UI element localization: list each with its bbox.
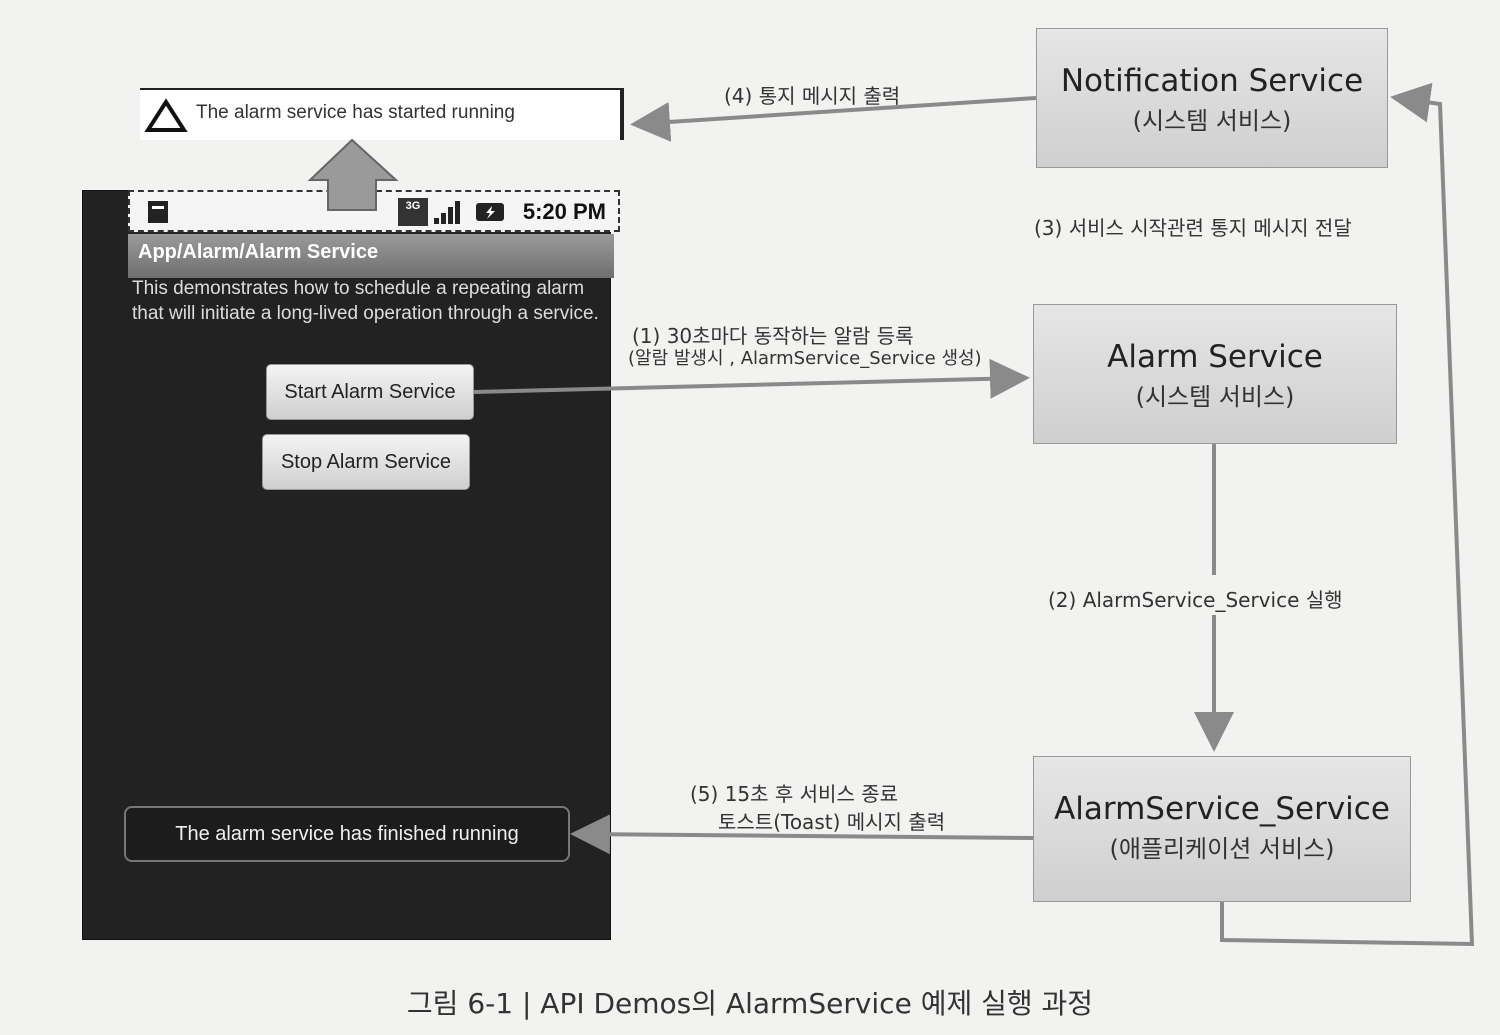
toast-message: The alarm service has finished running [124, 806, 570, 862]
sd-card-icon [148, 201, 168, 223]
status-time: 5:20 PM [522, 199, 606, 224]
arrow-step4 [630, 96, 1037, 142]
label-step1-line1: (1) 30초마다 동작하는 알람 등록 [632, 324, 914, 348]
label-step2: (2) AlarmService_Service 실행 [1048, 588, 1343, 612]
notification-bar: The alarm service has started running [140, 88, 624, 140]
app-description: This demonstrates how to schedule a repe… [132, 278, 599, 324]
arrow-step5 [570, 814, 1034, 855]
alarm-service-subtitle: (시스템 서비스) [1135, 383, 1295, 411]
notification-text: The alarm service has started running [196, 102, 515, 123]
app-service-box: AlarmService_Service (애플리케이션 서비스) [1033, 756, 1411, 902]
label-step4: (4) 통지 메시지 출력 [724, 84, 901, 108]
signal-icon [434, 201, 460, 224]
alarm-service-title: Alarm Service [1107, 339, 1323, 375]
start-alarm-service-button[interactable]: Start Alarm Service [266, 364, 474, 420]
app-service-title: AlarmService_Service [1054, 791, 1390, 827]
label-step5-line2: 토스트(Toast) 메시지 출력 [718, 810, 946, 834]
arrow-step1 [473, 358, 1030, 399]
warning-triangle-icon [144, 98, 188, 132]
notification-service-title: Notification Service [1060, 63, 1364, 99]
up-arrow-icon [307, 138, 399, 211]
stop-alarm-service-button[interactable]: Stop Alarm Service [262, 434, 470, 490]
battery-icon [476, 203, 504, 221]
app-service-subtitle: (애플리케이션 서비스) [1109, 835, 1335, 863]
label-step1-line2: (알람 발생시 , AlarmService_Service 생성) [628, 348, 982, 369]
app-title-bar: App/Alarm/Alarm Service [128, 234, 614, 278]
app-title: App/Alarm/Alarm Service [138, 241, 379, 263]
arrow-step3 [1220, 82, 1475, 947]
network-3g-icon: 3G [398, 198, 428, 226]
label-step3: (3) 서비스 시작관련 통지 메시지 전달 [1034, 216, 1352, 240]
figure-caption: 그림 6-1 | API Demos의 AlarmService 예제 실행 과… [406, 987, 1094, 1020]
alarm-service-box: Alarm Service (시스템 서비스) [1033, 304, 1397, 444]
notification-service-box: Notification Service (시스템 서비스) [1036, 28, 1388, 168]
notification-service-subtitle: (시스템 서비스) [1132, 107, 1292, 135]
label-step5-line1: (5) 15초 후 서비스 종료 [690, 782, 899, 806]
